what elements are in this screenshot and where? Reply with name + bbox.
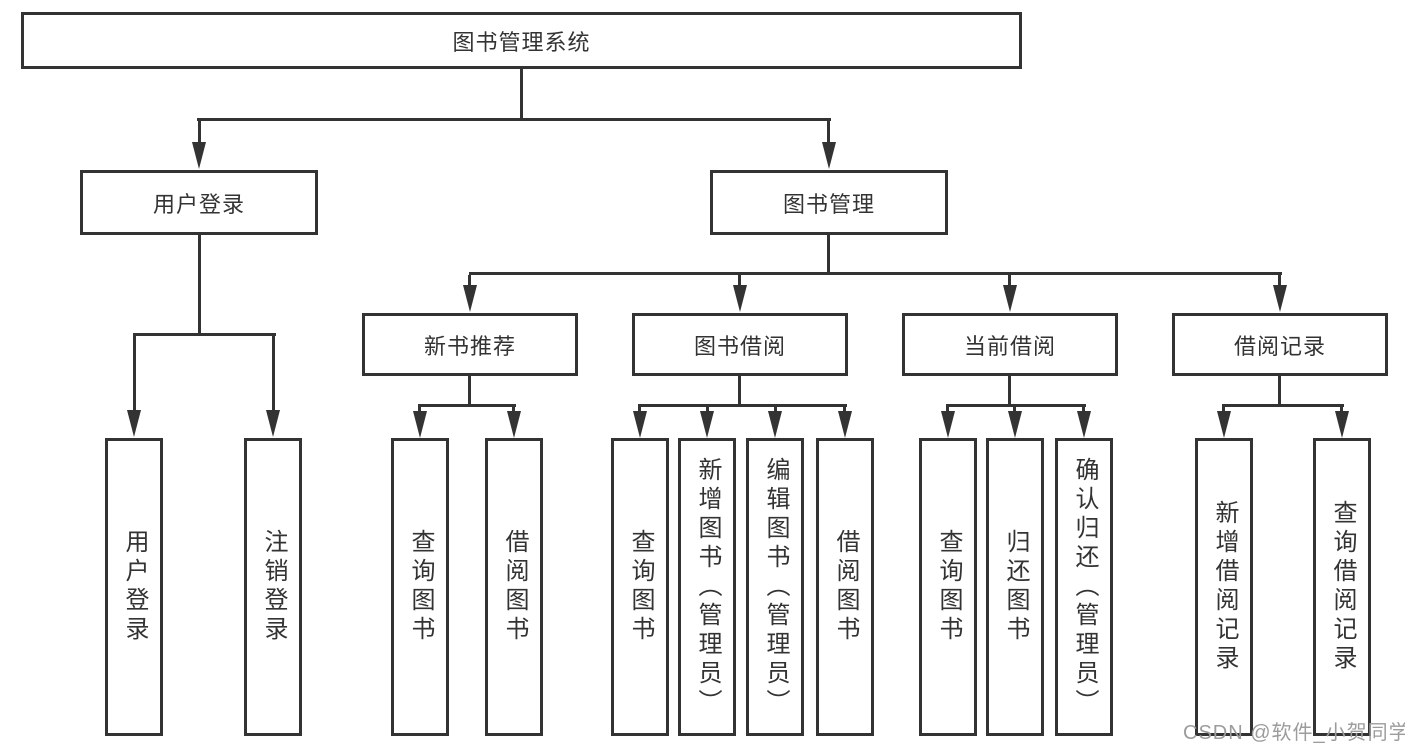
connector-arrow-down <box>1335 411 1349 438</box>
leaf-label: 编辑图书（管理员） <box>762 456 789 718</box>
leaf-label: 用户登录 <box>121 529 148 645</box>
connector-line <box>638 404 641 414</box>
leaf-label: 确认归还（管理员） <box>1071 456 1098 718</box>
node-current-borrow: 当前借阅 <box>902 313 1118 376</box>
connector-arrow-down <box>733 285 747 312</box>
connector-line <box>774 404 777 414</box>
connector-arrow-down <box>1003 285 1017 312</box>
connector-line <box>706 404 709 414</box>
connector-line <box>198 118 201 145</box>
connector-line <box>468 376 471 407</box>
leaf-label: 新增图书（管理员） <box>694 456 721 718</box>
connector-line <box>946 404 1086 407</box>
connector-line <box>843 404 846 414</box>
connector-arrow-down <box>941 411 955 438</box>
connector-line <box>738 275 741 287</box>
leaf-label: 新增借阅记录 <box>1211 500 1238 674</box>
leaf-add-book-admin: 新增图书（管理员） <box>678 438 736 736</box>
connector-arrow-down <box>192 142 206 169</box>
leaf-borrow-books: 借阅图书 <box>485 438 543 736</box>
connector-arrow-down <box>1217 411 1231 438</box>
node-book-borrow: 图书借阅 <box>632 313 848 376</box>
leaf-query-borrow-record: 查询借阅记录 <box>1313 438 1371 736</box>
leaf-label: 查询借阅记录 <box>1329 500 1356 674</box>
connector-arrow-down <box>1077 411 1091 438</box>
connector-line <box>1340 404 1343 414</box>
connector-line <box>198 235 201 336</box>
leaf-edit-book-admin: 编辑图书（管理员） <box>746 438 804 736</box>
node-user-login: 用户登录 <box>80 170 318 235</box>
connector-line <box>468 275 471 287</box>
connector-line <box>272 333 275 413</box>
connector-line <box>197 118 831 121</box>
leaf-label: 归还图书 <box>1002 529 1029 645</box>
connector-line <box>827 118 830 145</box>
connector-line <box>827 235 830 275</box>
connector-arrow-down <box>413 411 427 438</box>
leaf-label: 查询图书 <box>407 529 434 645</box>
connector-arrow-down <box>127 410 141 437</box>
connector-line <box>1013 404 1016 414</box>
connector-line <box>418 404 516 407</box>
connector-arrow-down <box>838 411 852 438</box>
leaf-query-books: 查询图书 <box>919 438 977 736</box>
connector-arrow-down <box>507 411 521 438</box>
connector-line <box>133 333 276 336</box>
connector-arrow-down <box>1008 411 1022 438</box>
connector-arrow-down <box>768 411 782 438</box>
leaf-label: 查询图书 <box>627 529 654 645</box>
leaf-label: 注销登录 <box>260 529 287 645</box>
connector-line <box>512 404 515 414</box>
connector-arrow-down <box>822 142 836 169</box>
connector-line <box>1222 404 1225 414</box>
connector-arrow-down <box>633 411 647 438</box>
node-book-management: 图书管理 <box>710 170 948 235</box>
connector-line <box>1008 275 1011 287</box>
node-library-management-system: 图书管理系统 <box>21 12 1022 69</box>
node-new-book-recommend: 新书推荐 <box>362 313 578 376</box>
connector-line <box>638 404 847 407</box>
connector-arrow-down <box>700 411 714 438</box>
leaf-user-login: 用户登录 <box>105 438 163 736</box>
connector-line <box>738 376 741 407</box>
leaf-label: 查询图书 <box>935 529 962 645</box>
leaf-query-books: 查询图书 <box>611 438 669 736</box>
leaf-borrow-books: 借阅图书 <box>816 438 874 736</box>
connector-line <box>469 272 1282 275</box>
connector-line <box>1082 404 1085 414</box>
node-borrow-records: 借阅记录 <box>1172 313 1388 376</box>
connector-line <box>1222 404 1344 407</box>
leaf-label: 借阅图书 <box>832 529 859 645</box>
connector-line <box>1008 376 1011 407</box>
connector-line <box>418 404 421 414</box>
leaf-query-books: 查询图书 <box>391 438 449 736</box>
connector-arrow-down <box>463 285 477 312</box>
connector-line <box>520 69 523 121</box>
leaf-label: 借阅图书 <box>501 529 528 645</box>
csdn-watermark: CSDN @软件_小贺同学 <box>1183 722 1405 744</box>
connector-line <box>1278 376 1281 407</box>
connector-line <box>133 333 136 413</box>
leaf-add-borrow-record: 新增借阅记录 <box>1195 438 1253 736</box>
connector-arrow-down <box>266 410 280 437</box>
connector-line <box>946 404 949 414</box>
connector-line <box>1278 275 1281 287</box>
connector-arrow-down <box>1273 285 1287 312</box>
leaf-confirm-return-admin: 确认归还（管理员） <box>1055 438 1113 736</box>
leaf-logout: 注销登录 <box>244 438 302 736</box>
leaf-return-books: 归还图书 <box>986 438 1044 736</box>
